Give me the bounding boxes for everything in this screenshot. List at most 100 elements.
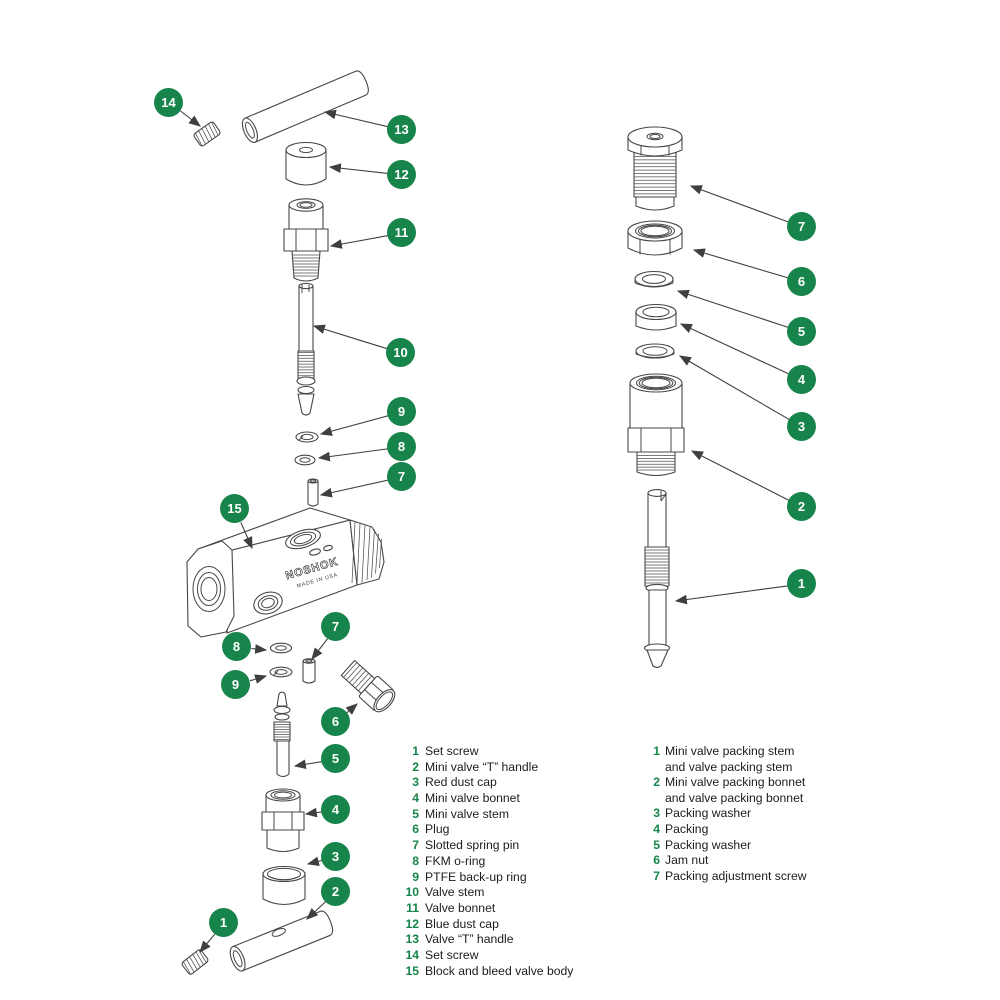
callout-right-2: 2 — [787, 492, 816, 521]
legend-item-label: Packing adjustment screw — [665, 868, 807, 883]
legend-item-label: Mini valve packing bonnet and valve pack… — [665, 775, 806, 805]
legend-item-number: 6 — [653, 853, 660, 868]
legend-item-label: Block and bleed valve body — [425, 963, 574, 978]
legend-item-number: 12 — [405, 916, 419, 931]
legend-item-label: Valve stem — [425, 885, 485, 900]
part-mini-valve-stem — [273, 691, 291, 778]
legend-item: 11 Valve bonnet — [399, 901, 573, 917]
legend-item-number: 2 — [653, 775, 660, 790]
part-valve-bonnet — [283, 198, 329, 282]
callout-6: 6 — [321, 707, 350, 736]
legend-item-number: 6 — [412, 822, 419, 837]
callout-3: 3 — [321, 842, 350, 871]
part-set-screw-top — [193, 121, 221, 147]
callout-2: 2 — [321, 877, 350, 906]
legend-item-number: 4 — [653, 821, 660, 836]
callout-right-3: 3 — [787, 412, 816, 441]
part-ptfe-backup-ring-lower — [269, 666, 293, 678]
part-valve-stem — [296, 282, 316, 416]
legend-item-number: 7 — [412, 838, 419, 853]
legend-item: 3 Red dust cap — [399, 775, 573, 791]
part-fkm-oring-lower — [269, 642, 293, 654]
legend-item-label: Blue dust cap — [425, 916, 499, 931]
part-ptfe-backup-ring-upper — [295, 431, 319, 443]
legend-item-label: Set screw — [425, 947, 479, 962]
legend-item: 6 Plug — [399, 822, 573, 838]
legend-item: 10 Valve stem — [399, 885, 573, 901]
legend-item-number: 9 — [412, 869, 419, 884]
part-packing-bonnet — [627, 373, 685, 477]
part-mini-valve-bonnet — [261, 788, 305, 853]
callout-10: 10 — [386, 338, 415, 367]
leader-lines — [180, 109, 790, 953]
legend-item-label: Valve bonnet — [425, 900, 496, 915]
callout-15: 15 — [220, 494, 249, 523]
part-set-screw-bottom — [181, 949, 209, 975]
callout-9-lower: 9 — [221, 670, 250, 699]
legend-item-label: Red dust cap — [425, 775, 497, 790]
legend-item-number: 3 — [653, 806, 660, 821]
legend-item-number: 5 — [412, 806, 419, 821]
legend-item-label: Packing — [665, 821, 709, 836]
legend-item-number: 3 — [412, 775, 419, 790]
legend-item-number: 10 — [405, 885, 419, 900]
legend-item-number: 5 — [653, 837, 660, 852]
legend-item-label: Slotted spring pin — [425, 838, 520, 853]
part-mini-t-handle — [229, 910, 334, 972]
legend-item-label: Mini valve packing stem and valve packin… — [665, 744, 795, 774]
part-spring-pin-lower — [302, 658, 316, 684]
legend-item-label: FKM o-ring — [425, 853, 486, 868]
legend-item: 8 FKM o-ring — [399, 854, 573, 870]
legend-item-number: 8 — [412, 853, 419, 868]
legend-item: 12 Blue dust cap — [399, 917, 573, 933]
callout-7-upper: 7 — [387, 462, 416, 491]
callout-right-5: 5 — [787, 317, 816, 346]
part-packing-stem — [643, 489, 671, 669]
part-blue-dust-cap — [285, 141, 327, 186]
part-packing-washer-upper — [634, 270, 674, 288]
callout-5: 5 — [321, 744, 350, 773]
legend-item: 7 Packing adjustment screw — [650, 869, 817, 885]
legend-item: 5 Packing washer — [650, 838, 817, 854]
legend-item: 13 Valve “T” handle — [399, 932, 573, 948]
part-valve-t-handle — [241, 70, 369, 143]
callout-14: 14 — [154, 88, 183, 117]
legend-item-number: 11 — [406, 900, 419, 915]
callout-right-4: 4 — [787, 365, 816, 394]
legend-item: 2 Mini valve packing bonnet and valve pac… — [650, 775, 817, 806]
callout-1: 1 — [209, 908, 238, 937]
legend-item-label: Plug — [425, 822, 450, 837]
callout-13: 13 — [387, 115, 416, 144]
part-plug — [340, 659, 396, 713]
callout-8-upper: 8 — [387, 432, 416, 461]
legend-item: 5 Mini valve stem — [399, 807, 573, 823]
callout-11: 11 — [387, 218, 416, 247]
legend-item-number: 15 — [405, 963, 419, 978]
callout-8-lower: 8 — [222, 632, 251, 661]
legend-item-number: 7 — [653, 868, 660, 883]
legend-item-number: 1 — [412, 744, 419, 758]
legend-item-number: 13 — [405, 932, 419, 947]
legend-item-number: 4 — [412, 791, 419, 806]
legend-item-label: Mini valve stem — [425, 806, 509, 821]
part-packing-adjustment-screw — [627, 126, 683, 211]
legend-item-label: Packing washer — [665, 837, 752, 852]
legend-item: 7 Slotted spring pin — [399, 838, 573, 854]
callout-9-upper: 9 — [387, 397, 416, 426]
legend-item-label: Valve “T” handle — [425, 932, 514, 947]
callout-7-lower: 7 — [321, 612, 350, 641]
part-packing — [635, 303, 677, 331]
legend-item-label: PTFE back-up ring — [425, 869, 527, 884]
part-red-dust-cap — [262, 865, 306, 906]
part-fkm-oring-upper — [294, 454, 316, 466]
callout-right-1: 1 — [787, 569, 816, 598]
callout-right-6: 6 — [787, 267, 816, 296]
